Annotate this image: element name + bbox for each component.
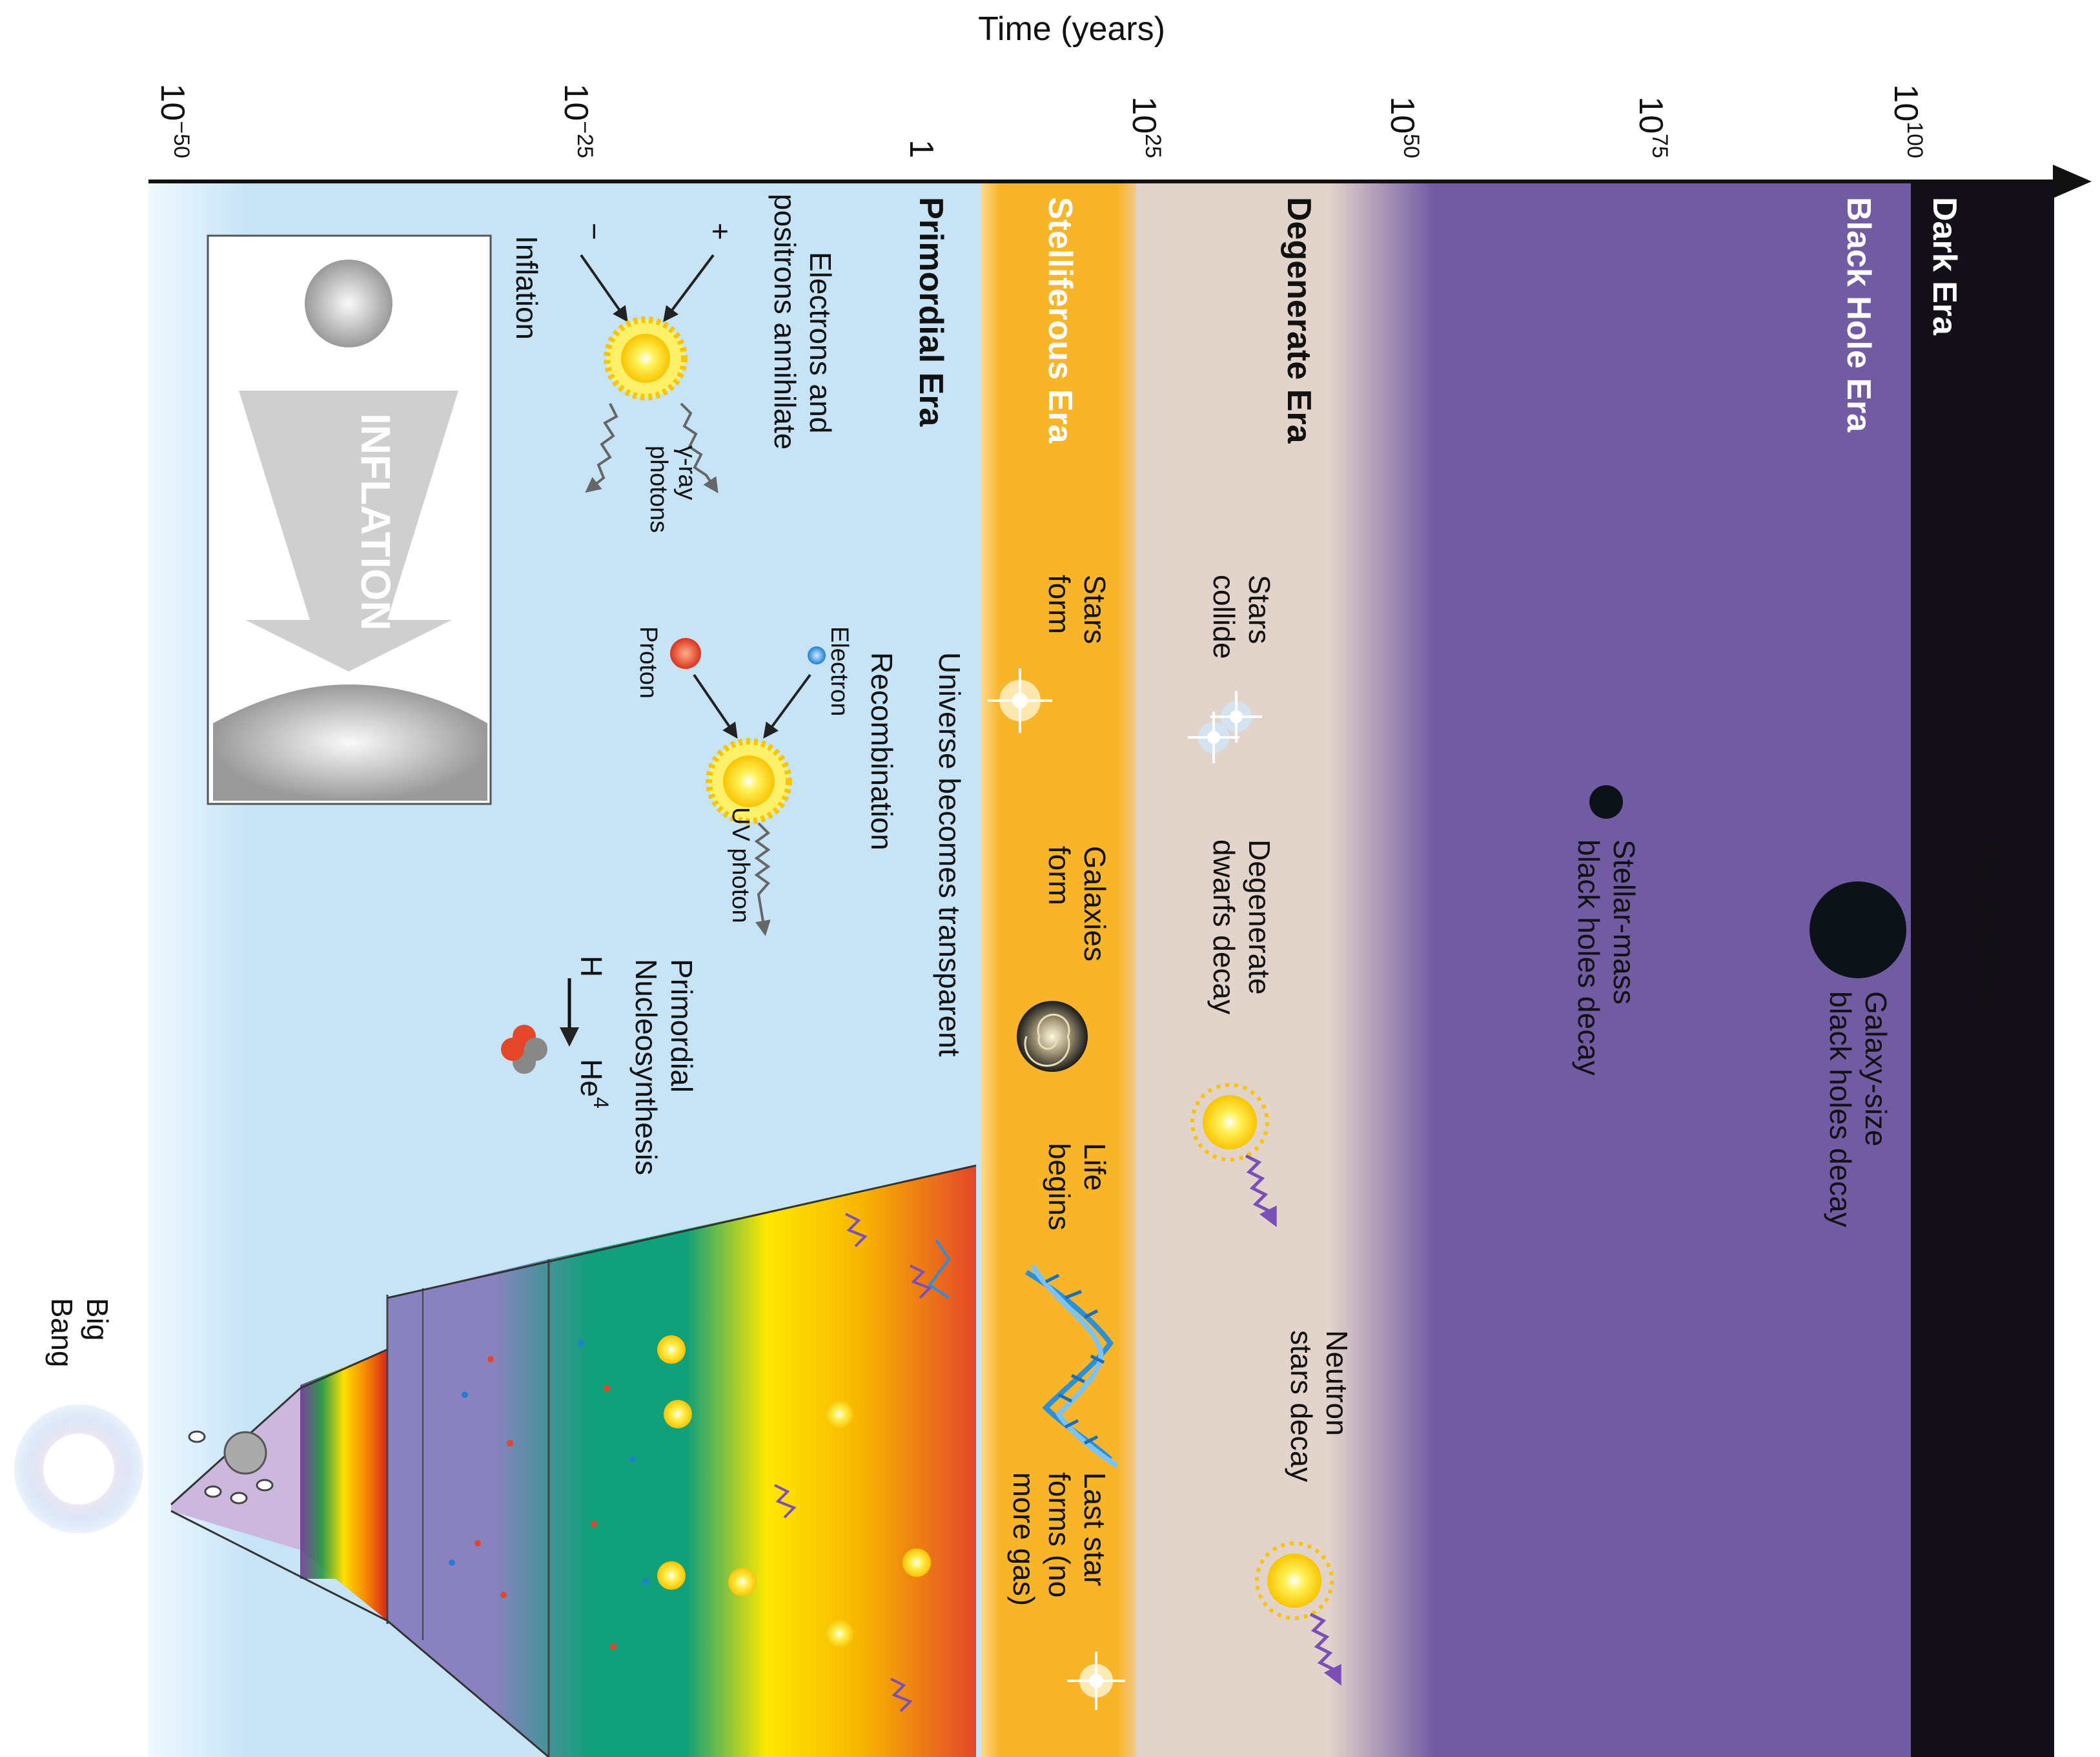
neutron-decay-label-line2: stars decay: [1285, 1330, 1318, 1482]
decaying-neutron-star-icon: [1255, 1541, 1341, 1686]
life-begins-label-line2: begins: [1043, 1143, 1076, 1231]
stellar-black-hole-icon: [1589, 785, 1623, 819]
electron-sign: −: [578, 223, 611, 240]
stellar-bh-label-line2: black holes decay: [1572, 839, 1606, 1076]
life-begins-label-line1: Life: [1078, 1143, 1112, 1191]
stars-collide-label-line2: collide: [1207, 575, 1241, 659]
hydrogen-label: H: [575, 956, 608, 977]
time-axis: [148, 165, 2092, 198]
proton-label: Proton: [635, 626, 662, 699]
proton-arrow: [693, 673, 738, 739]
annihilation-flash-icon: [585, 316, 719, 493]
inflation-label: Inflation: [510, 236, 544, 340]
recombination-label: Recombination: [865, 652, 899, 850]
degenerate-decay-label-line2: dwarfs decay: [1207, 839, 1241, 1014]
axis-title: Time (years): [978, 10, 1165, 48]
era-title-degenerate: Degenerate Era: [1280, 197, 1318, 444]
era-title-stelliferous: Stelliferous Era: [1041, 197, 1079, 444]
proton-icon: [670, 638, 701, 669]
small-sphere-icon: [305, 260, 392, 347]
neutron-decay-label-line1: Neutron: [1320, 1330, 1354, 1436]
helium-nucleus-icon: [501, 1025, 547, 1074]
nucleo-label-line2: Nucleosynthesis: [629, 959, 663, 1175]
positron-sign: +: [704, 223, 737, 240]
big-bang-burst-icon: [14, 1404, 143, 1534]
big-bang-label-line2: Bang: [45, 1298, 79, 1367]
annihilate-label-line1: Electrons and: [804, 252, 837, 433]
spiral-galaxy-icon: [1017, 1001, 1088, 1072]
stellar-bh-label-line1: Stellar-mass: [1607, 839, 1641, 1005]
electron-incoming-arrow: [580, 254, 628, 322]
galaxies-form-label-line2: form: [1043, 846, 1076, 905]
inflation-arrow-icon: [239, 391, 458, 672]
forming-star-icon: [988, 668, 1052, 733]
last-star-label-line3: more gas): [1007, 1472, 1041, 1606]
no-structure-label: No structure: [1972, 843, 2006, 1005]
transparent-label: Universe becomes transparent: [933, 652, 966, 1057]
electron-icon: [808, 646, 826, 664]
degenerate-decay-label-line1: Degenerate: [1243, 839, 1276, 994]
galaxy-bh-label-line1: Galaxy-size: [1859, 991, 1893, 1146]
galaxy-black-hole-icon: [1809, 881, 1906, 978]
inflation-inset: INFLATION: [207, 234, 492, 805]
tick-label-1: 1: [902, 139, 940, 158]
stelliferous-era-band: [981, 181, 1136, 1757]
last-star-icon: [1067, 1652, 1125, 1710]
recombination-flash-icon: [706, 738, 792, 936]
gamma-label-line2: photons: [645, 446, 672, 533]
gamma-label-line1: γ-ray: [673, 446, 700, 500]
tick-label-1e-25: 10−25: [557, 83, 597, 158]
tick-label-1e75: 1075: [1632, 96, 1672, 158]
dna-helix-icon: [1025, 1264, 1119, 1468]
era-title-dark: Dark Era: [1926, 197, 1963, 336]
tick-label-1e-50: 10−50: [154, 83, 194, 158]
decaying-dwarf-icon: [1190, 1083, 1277, 1228]
tick-label-1e25: 1025: [1125, 96, 1165, 158]
era-title-primordial: Primordial Era: [912, 197, 950, 427]
annihilate-label-line2: positrons annihilate: [768, 194, 802, 449]
galaxies-form-label-line1: Galaxies: [1078, 846, 1112, 961]
nucleo-label-line1: Primordial: [665, 959, 698, 1093]
positron-arrow: [663, 254, 715, 322]
colliding-stars-icon: [1188, 691, 1262, 763]
helium-label: He4: [575, 1059, 613, 1109]
tick-label-1e100: 10100: [1887, 84, 1927, 158]
big-bang-label-line1: Big: [81, 1298, 114, 1341]
era-title-black-hole: Black Hole Era: [1840, 197, 1877, 433]
uv-photon-label: UV photon: [727, 807, 754, 923]
degenerate-era-band: [1136, 181, 1356, 1757]
stars-form-label-line2: form: [1043, 575, 1076, 634]
tick-label-1e50: 1050: [1383, 96, 1423, 158]
large-sphere-icon: [213, 684, 487, 801]
stars-form-label-line1: Stars: [1078, 575, 1112, 644]
electron-arrow: [763, 673, 811, 739]
expansion-cone: [170, 1164, 977, 1757]
last-star-label-line2: forms (no: [1043, 1472, 1076, 1598]
galaxy-bh-label-line2: black holes decay: [1824, 991, 1857, 1228]
dark-era-band: [1911, 181, 2054, 1757]
stars-collide-label-line1: Stars: [1243, 575, 1276, 644]
last-star-label-line1: Last star: [1078, 1472, 1112, 1586]
electron-label: Electron: [826, 626, 853, 716]
inflation-arrow-text: INFLATION: [352, 413, 399, 631]
black-hole-era-band: [1330, 181, 1911, 1757]
